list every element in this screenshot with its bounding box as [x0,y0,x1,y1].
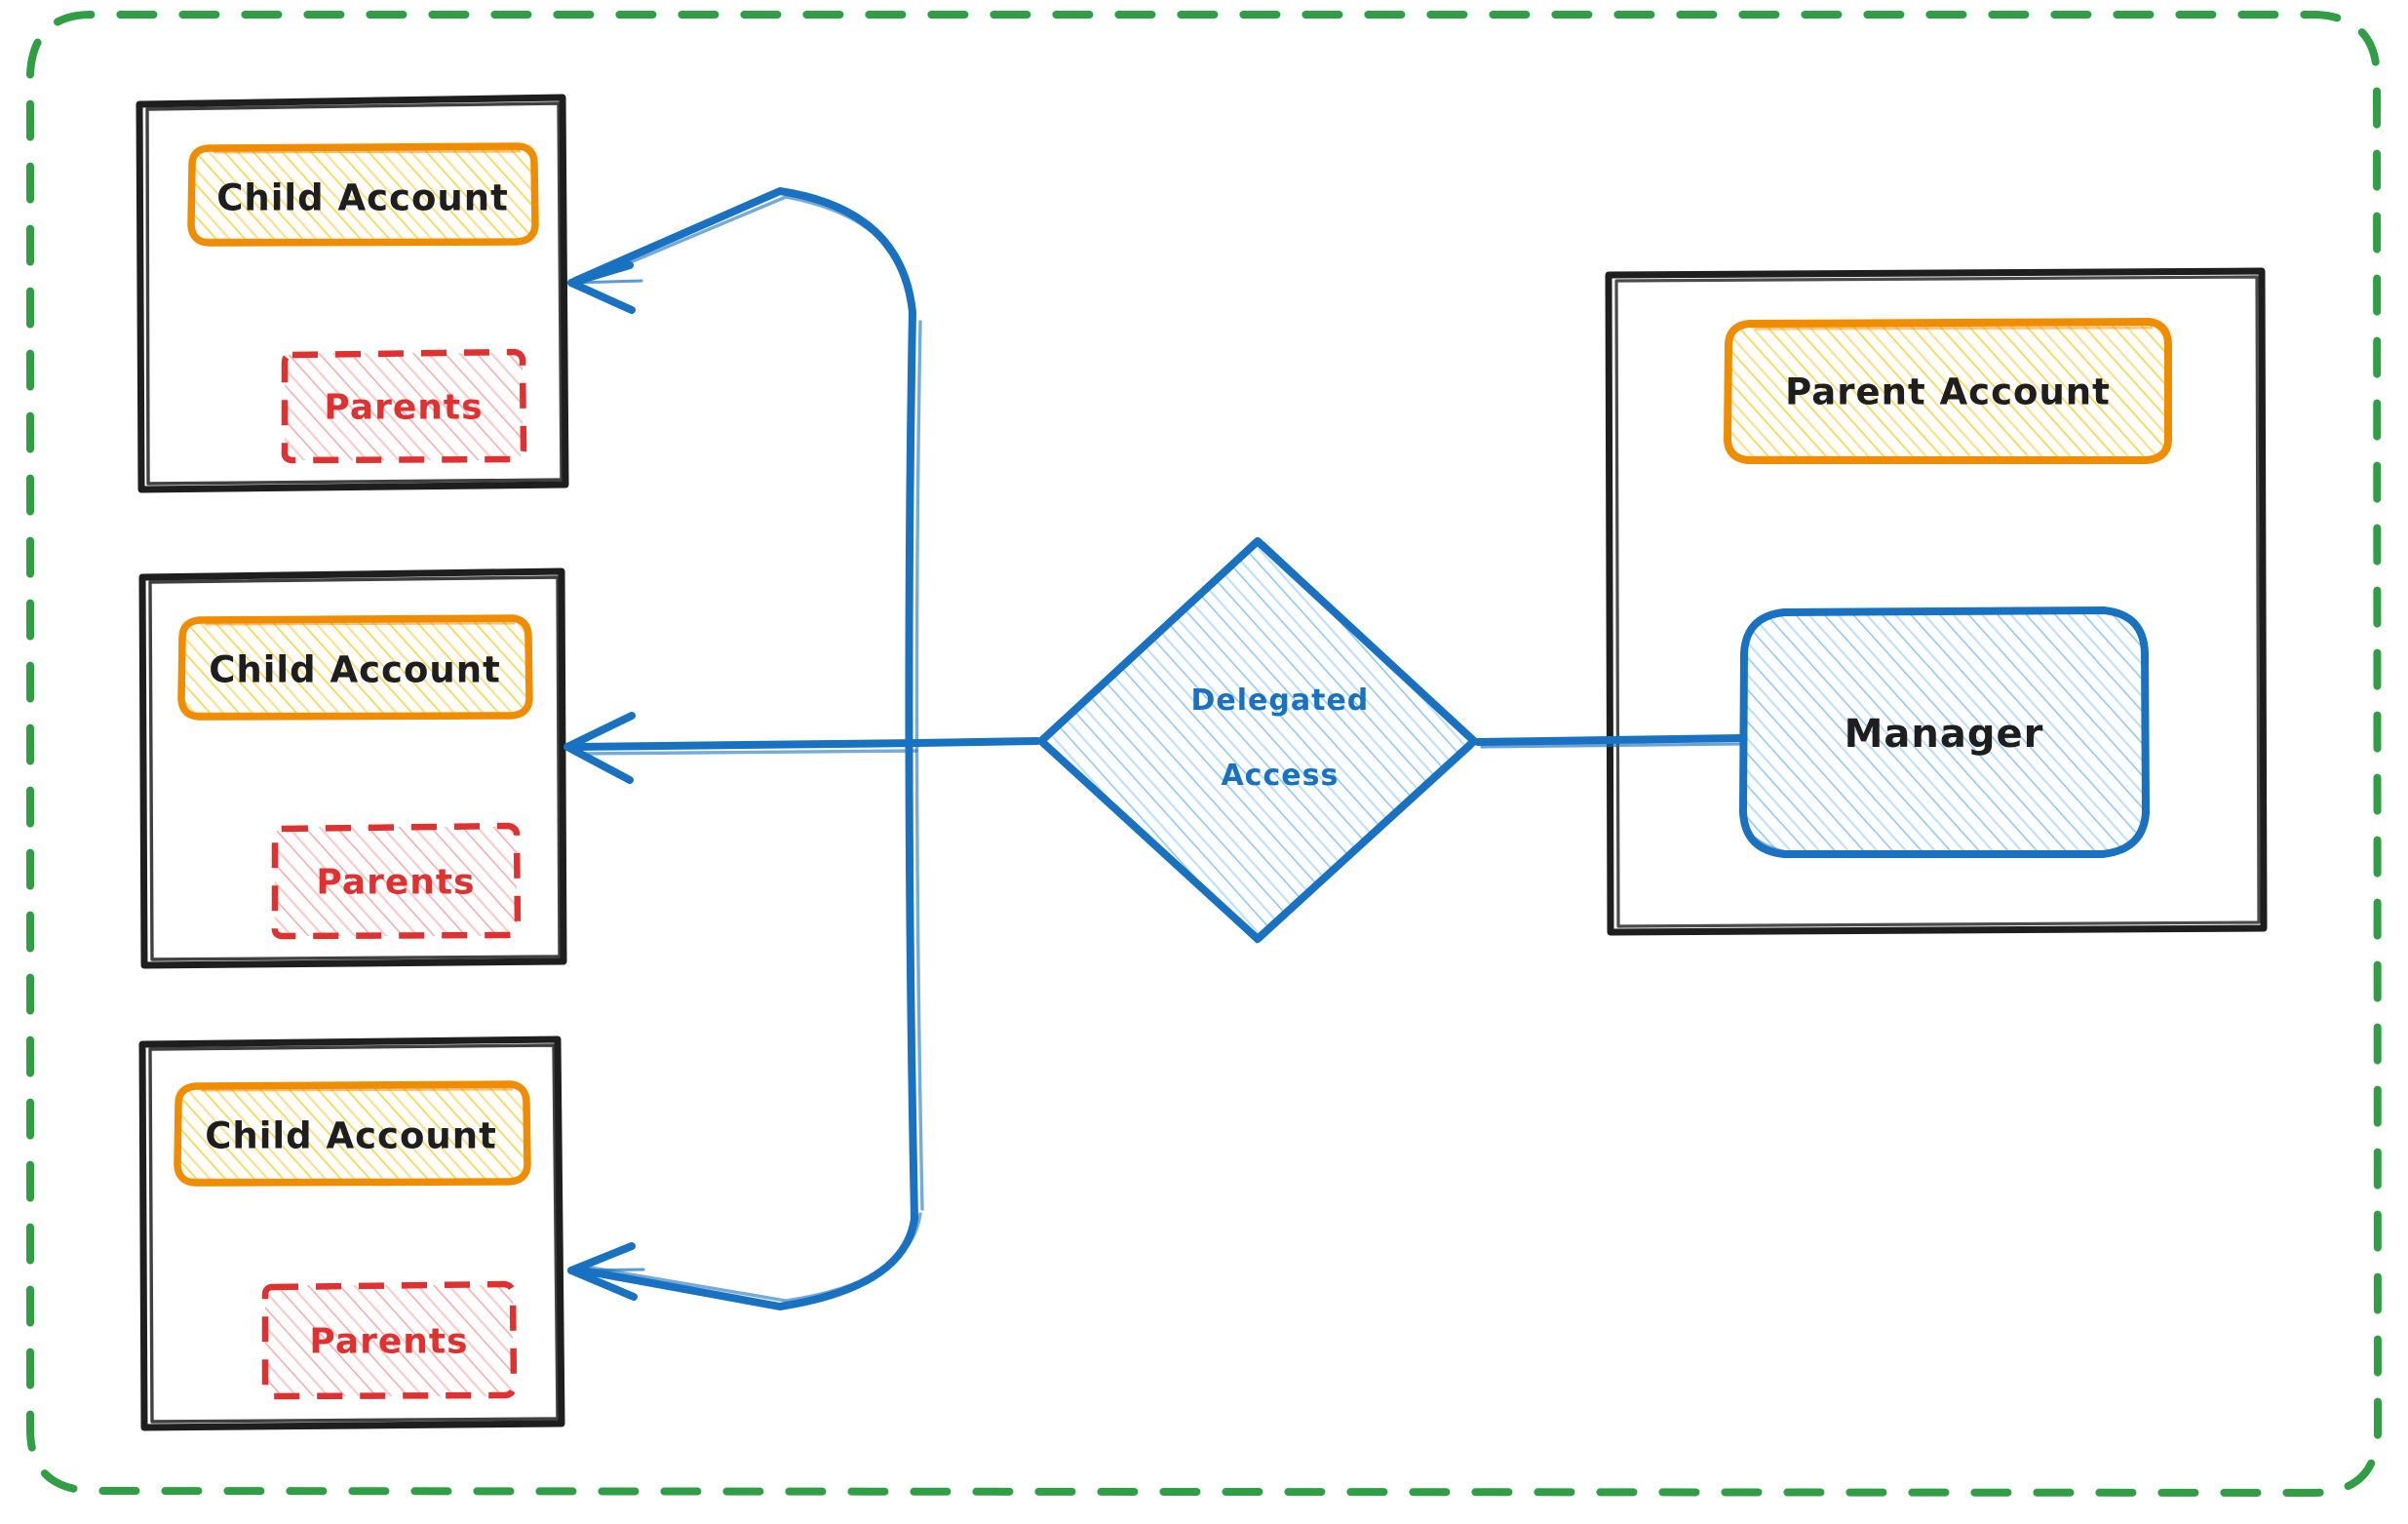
child-account-box-1-shape [187,142,539,247]
connector-to-child-3 [567,1212,922,1310]
parents-box-3-shape [261,1280,518,1400]
child-account-container-1-shape [136,94,569,493]
organization-boundary [26,11,2383,1498]
child-account-box-2-shape [177,614,533,721]
child-account-box-3-shape [174,1080,531,1187]
connector-manager-to-delegated [1474,734,1745,749]
manager-box-shape [1739,606,2150,858]
parent-account-container-shape [1605,267,2268,936]
connector-trunk [905,308,1041,1223]
parents-box-2-shape [271,822,522,940]
parent-account-box-shape [1724,318,2172,464]
delegated-access-diamond-shape [1037,536,1478,945]
child-account-container-3-shape [138,1036,565,1431]
connectors-layer [563,187,1745,1310]
parents-box-1-shape [281,348,527,464]
child-account-container-2-shape [138,567,567,969]
connector-to-child-1 [567,187,916,316]
connector-to-child-2 [563,712,924,784]
